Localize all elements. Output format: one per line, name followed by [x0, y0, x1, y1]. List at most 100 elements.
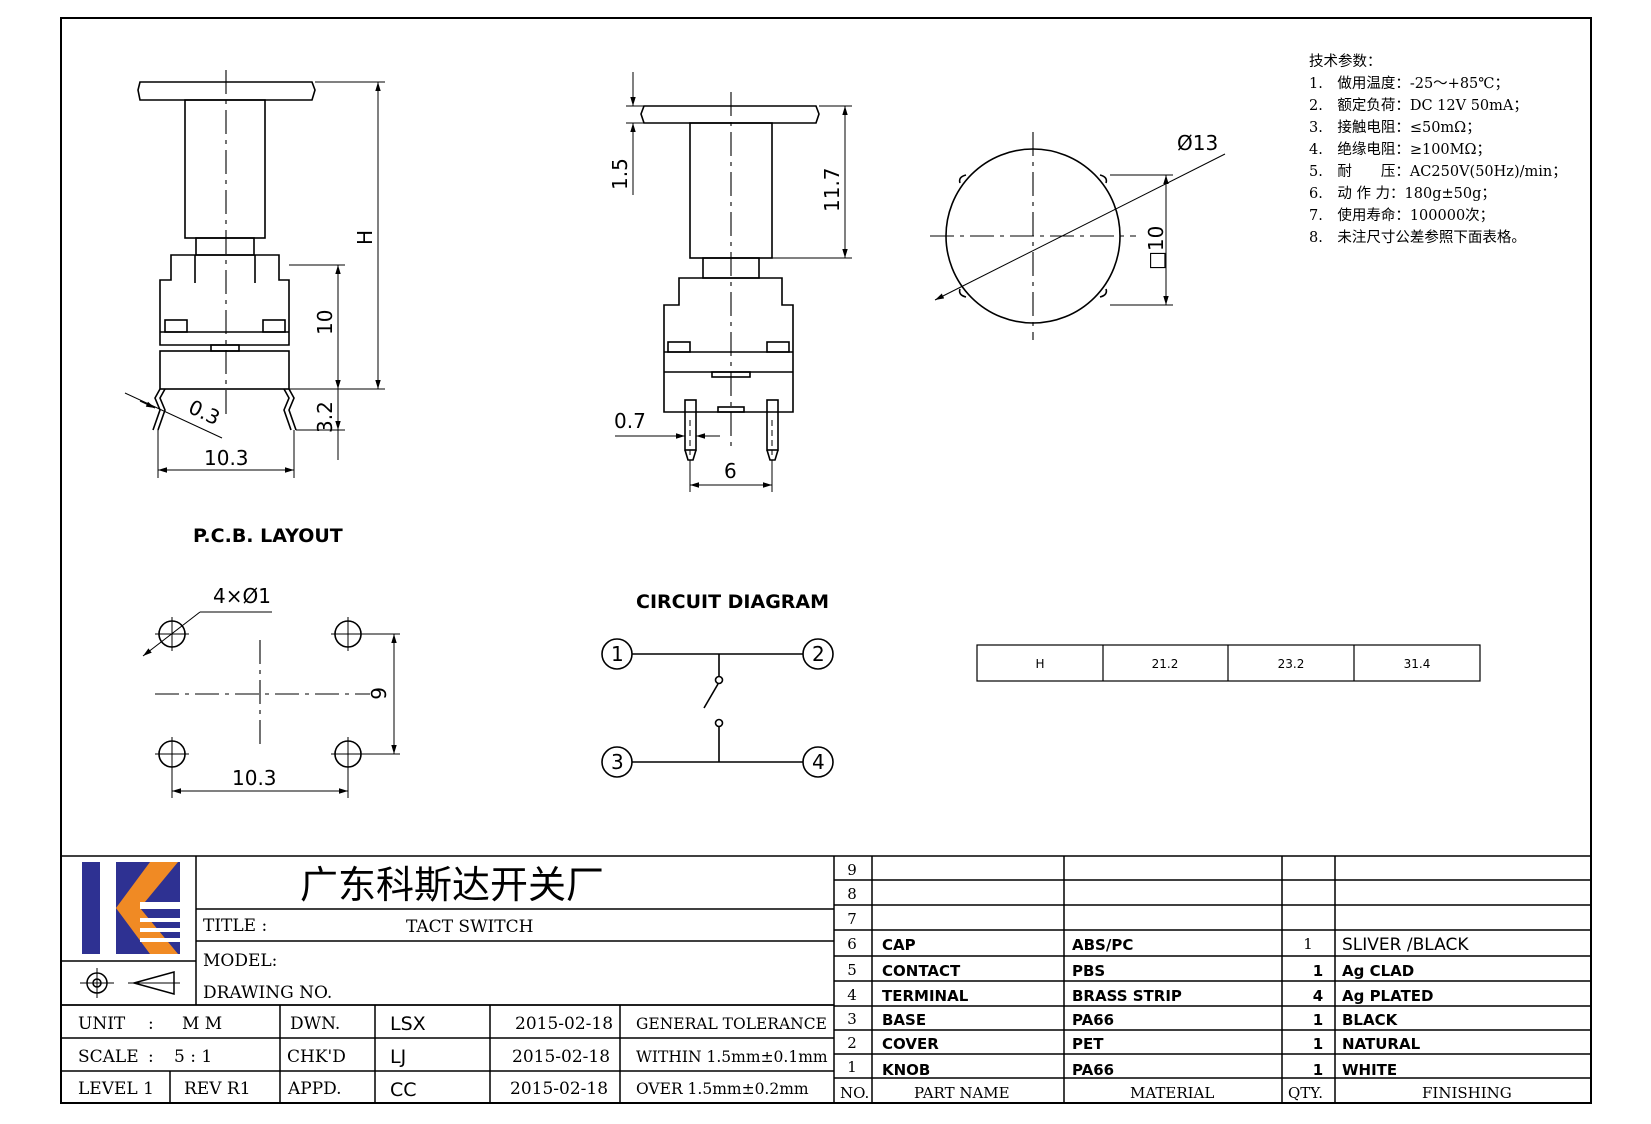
table-row-material: PET: [1072, 1035, 1104, 1053]
parts-table: 9 8 7 6 5 4 3 2 1 CAP CONTACT TERMINAL B…: [840, 861, 1512, 1102]
spec-item: 5. 耐 压：AC250V(50Hz)/min；: [1309, 163, 1567, 180]
dim-diameter-label: Ø13: [1177, 131, 1218, 155]
table-row-no: 4: [847, 986, 857, 1004]
table-row-no: 2: [847, 1034, 857, 1052]
chk-name: LJ: [390, 1046, 406, 1068]
circuit-pin-3: 3: [611, 750, 624, 774]
company-name: 广东科斯达开关厂: [300, 863, 604, 907]
table-row-name: CONTACT: [882, 962, 961, 980]
table-row-qty: 1: [1313, 1035, 1323, 1053]
scale-label: SCALE: [78, 1047, 139, 1067]
side-view: [124, 70, 385, 478]
unit-colon: :: [148, 1014, 154, 1034]
table-row-material: PBS: [1072, 962, 1105, 980]
spec-item: 3. 接触电阻：≤50mΩ；: [1309, 119, 1481, 136]
h-table-cell: H: [1035, 657, 1044, 671]
table-row-name: KNOB: [882, 1061, 930, 1079]
appd-label: APPD.: [287, 1079, 342, 1099]
table-row-no: 9: [847, 861, 857, 879]
spec-item: 8. 未注尺寸公差参照下面表格。: [1309, 229, 1526, 246]
circuit-pin-1: 1: [611, 642, 624, 666]
model-label: MODEL:: [203, 951, 277, 971]
pcb-layout: [142, 611, 400, 798]
table-row-material: BRASS STRIP: [1072, 987, 1182, 1005]
table-row-qty: 1: [1303, 935, 1313, 953]
tolerance-over: OVER 1.5mm±0.2mm: [636, 1080, 809, 1098]
pcb-layout-title: P.C.B. LAYOUT: [193, 525, 343, 547]
dim-1.5-label: 1.5: [608, 158, 632, 190]
table-row-no: 1: [847, 1058, 857, 1076]
table-row-no: 6: [847, 935, 857, 953]
table-row-material: PA66: [1072, 1061, 1114, 1079]
table-row-finishing: Ag CLAD: [1342, 962, 1414, 980]
dim-square-label: □10: [1144, 226, 1168, 270]
appd-date: 2015-02-18: [510, 1079, 608, 1099]
title-value: TACT SWITCH: [406, 917, 533, 937]
table-row-name: TERMINAL: [882, 987, 969, 1005]
dim-10-label: 10: [313, 310, 337, 335]
h-dimension-table: [976, 644, 1481, 682]
drawing-no-label: DRAWING NO.: [203, 983, 332, 1003]
title-block-grid: [61, 855, 1591, 1103]
table-row-no: 7: [847, 910, 857, 928]
table-row-material: ABS/PC: [1072, 936, 1133, 954]
h-table-cell: 21.2: [1152, 657, 1179, 671]
dim-6-label: 6: [724, 459, 737, 483]
spec-item: 4. 绝缘电阻：≥100MΩ；: [1309, 141, 1491, 158]
dim-0.7-label: 0.7: [614, 409, 646, 433]
sheet-border: [60, 17, 1592, 1104]
parts-header-finishing: FINISHING: [1422, 1084, 1512, 1102]
spec-item: 2. 额定负荷：DC 12V 50mA；: [1309, 97, 1528, 114]
table-row-qty: 1: [1313, 962, 1323, 980]
table-row-no: 3: [847, 1010, 857, 1028]
spec-item: 1. 做用温度：-25～+85℃；: [1309, 75, 1509, 92]
circuit-diagram-title: CIRCUIT DIAGRAM: [636, 591, 829, 613]
table-row-material: PA66: [1072, 1011, 1114, 1029]
table-row-finishing: SLIVER /BLACK: [1342, 935, 1469, 955]
chk-date: 2015-02-18: [512, 1047, 610, 1067]
unit-label: UNIT: [78, 1014, 126, 1034]
projection-symbol-icon: [80, 968, 180, 998]
chk-label: CHK'D: [287, 1047, 346, 1067]
table-row-name: BASE: [882, 1011, 926, 1029]
front-view: [615, 72, 852, 492]
table-row-finishing: NATURAL: [1342, 1035, 1421, 1053]
table-row-finishing: BLACK: [1342, 1011, 1399, 1029]
table-row-name: COVER: [882, 1035, 939, 1053]
dim-3.2-label: 3.2: [313, 401, 337, 433]
rev-label: REV R1: [184, 1079, 251, 1099]
dwn-name: LSX: [390, 1013, 426, 1035]
spec-item: 7. 使用寿命：100000次；: [1309, 206, 1494, 224]
table-row-qty: 1: [1313, 1011, 1323, 1029]
circuit-diagram: [601, 638, 834, 778]
h-table-cell: 23.2: [1278, 657, 1305, 671]
table-row-finishing: WHITE: [1342, 1061, 1397, 1079]
parts-header-material: MATERIAL: [1130, 1084, 1214, 1102]
pcb-holes-label: 4×Ø1: [213, 584, 271, 608]
unit-value: M M: [182, 1014, 222, 1034]
tolerance-within: WITHIN 1.5mm±0.1mm: [636, 1048, 828, 1066]
circuit-pin-4: 4: [812, 750, 825, 774]
dwn-date: 2015-02-18: [515, 1014, 613, 1034]
top-view: [930, 132, 1226, 340]
table-row-finishing: Ag PLATED: [1342, 987, 1434, 1005]
dim-10.3-label: 10.3: [204, 446, 249, 470]
dim-11.7-label: 11.7: [820, 167, 844, 212]
parts-header-name: PART NAME: [914, 1084, 1010, 1102]
spec-heading: 技术参数：: [1309, 53, 1382, 70]
scale-value: 5 : 1: [174, 1047, 212, 1067]
appd-name: CC: [390, 1079, 417, 1101]
table-row-qty: 1: [1313, 1061, 1323, 1079]
scale-colon: :: [148, 1047, 154, 1067]
dim-0.3-label: 0.3: [185, 395, 224, 430]
h-table-cell: 31.4: [1404, 657, 1431, 671]
table-row-no: 5: [847, 961, 857, 979]
pcb-10.3-label: 10.3: [232, 766, 277, 790]
parts-header-no: NO.: [840, 1084, 869, 1102]
level-label: LEVEL 1: [78, 1079, 154, 1099]
table-row-qty: 4: [1313, 987, 1323, 1005]
general-tolerance-label: GENERAL TOLERANCE: [636, 1015, 827, 1033]
table-row-name: CAP: [882, 936, 916, 954]
company-logo: [82, 862, 180, 954]
